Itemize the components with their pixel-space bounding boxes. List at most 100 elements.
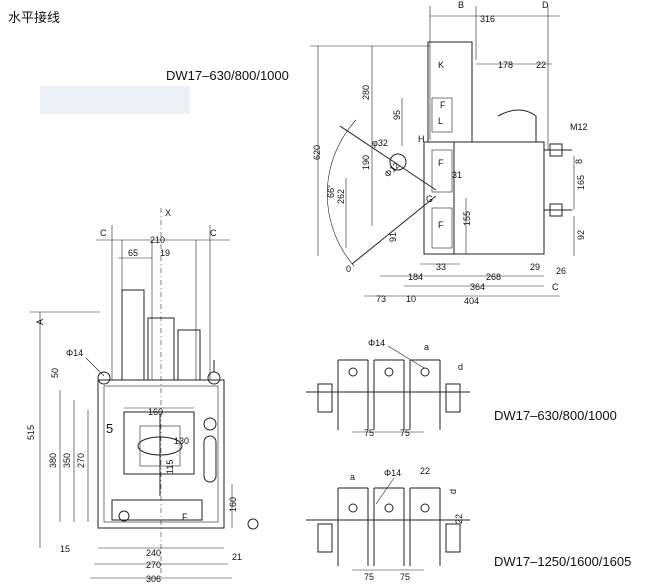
mount-hole-left — [97, 371, 111, 385]
side-dim-22: 22 — [536, 60, 546, 70]
front-phi14: Φ14 — [66, 348, 83, 358]
tl-phi14: Φ14 — [384, 468, 401, 478]
side-dim-620: 620 — [312, 145, 322, 160]
dim-130: 130 — [174, 436, 189, 446]
side-l: L — [438, 116, 443, 126]
dim-c-right: C — [210, 228, 217, 238]
dim-15: 15 — [60, 544, 70, 554]
dim-c-left: C — [100, 228, 107, 238]
dim-160-right: 160 — [228, 497, 238, 512]
side-dim-316: 316 — [480, 14, 495, 24]
side-dim-178: 178 — [498, 60, 513, 70]
ts-bar-2 — [373, 359, 405, 430]
side-f-low: F — [438, 220, 444, 230]
dim-21: 21 — [232, 552, 242, 562]
side-d-top: D — [542, 0, 549, 10]
side-dim-92: 92 — [576, 230, 586, 240]
side-dim-10: 10 — [406, 294, 416, 304]
front-view: X 210 C C 65 19 — [26, 208, 259, 584]
dim-65: 65 — [128, 248, 138, 258]
side-f-mid-box — [431, 149, 453, 193]
side-dim-29: 29 — [530, 262, 540, 272]
tl-a: a — [350, 472, 355, 482]
tl-hole-2 — [384, 503, 394, 513]
dim-515: 515 — [26, 425, 36, 440]
axis-x-label: X — [165, 208, 171, 218]
phi14-leader — [85, 357, 105, 377]
dim-350: 350 — [62, 453, 72, 468]
dim-306: 306 — [146, 574, 161, 584]
side-view: B D 316 178 22 K F L H 620 280 95 φ32 19… — [310, 0, 588, 306]
side-dim-404: 404 — [464, 296, 479, 306]
handle-closed-line — [351, 195, 437, 265]
side-dim-262: 262 — [336, 189, 346, 204]
bolt-head-top — [549, 143, 563, 157]
swing-arc — [327, 119, 357, 267]
side-m12: M12 — [570, 122, 588, 132]
side-b-top: B — [458, 0, 464, 10]
tl-hole-1 — [348, 503, 358, 513]
heading: 水平接线 — [8, 10, 60, 25]
dim-270-bottom: 270 — [146, 560, 161, 570]
side-dim-184: 184 — [408, 272, 423, 282]
ts-d: d — [458, 362, 463, 372]
tl-right-stud — [445, 523, 461, 553]
side-g: G — [426, 194, 433, 204]
dim-50: 50 — [50, 368, 60, 378]
tl-left-stud — [317, 523, 333, 553]
ts-bar-3 — [409, 359, 441, 430]
side-dim-33: 33 — [436, 262, 446, 272]
side-dim-268: 268 — [486, 272, 501, 282]
side-dim-190: 190 — [361, 155, 371, 170]
tl-bar-1 — [337, 487, 369, 566]
top-terminal-hook — [497, 109, 537, 142]
label-5: 5 — [106, 421, 113, 436]
side-dim-95: 95 — [392, 110, 402, 120]
label-f: F — [182, 512, 188, 522]
ts-phi14-leader — [387, 345, 425, 369]
side-c: C — [552, 282, 559, 292]
handle-window — [123, 411, 195, 475]
side-dim-155: 155 — [462, 211, 472, 226]
side-f-mid: F — [438, 158, 444, 168]
side-dim-8: 8 — [574, 159, 584, 164]
terminal-bar-left — [121, 289, 145, 381]
side-dim-280: 280 — [361, 85, 371, 100]
side-slot — [203, 435, 217, 483]
dim-380: 380 — [48, 453, 58, 468]
tl-bar-2 — [373, 487, 405, 566]
ts-dim-75-right: 75 — [400, 428, 410, 438]
tl-dim-22-top: 22 — [420, 466, 430, 476]
rear-panel — [427, 41, 473, 143]
ts-a: a — [424, 342, 429, 352]
side-dim-26: 26 — [556, 266, 566, 276]
side-f-low-box — [431, 207, 453, 249]
bottom-lock — [118, 510, 130, 522]
breaker-body-inner — [103, 385, 219, 523]
side-button — [203, 417, 217, 431]
side-zero: 0 — [346, 264, 351, 274]
tl-bar-3 — [409, 487, 441, 566]
side-f-top: F — [440, 100, 446, 110]
terminal-bar-right — [177, 329, 201, 381]
side-phi32: φ32 — [372, 138, 388, 148]
bottom-panel — [111, 499, 203, 521]
ts-bar-1 — [337, 359, 369, 430]
scan-wash — [40, 86, 190, 114]
side-dim-364: 364 — [470, 282, 485, 292]
handle-open-line — [339, 125, 437, 191]
side-dim-165: 165 — [576, 175, 586, 190]
ts-hole-2 — [384, 367, 394, 377]
terminal-small-view: Φ14 a d 75 75 — [306, 338, 470, 438]
dim-160-top: 160 — [148, 407, 163, 417]
breaker-body — [97, 379, 225, 529]
ts-hole-1 — [348, 367, 358, 377]
dim-19: 19 — [160, 248, 170, 258]
side-dim-66: 66° — [326, 184, 336, 198]
main-body — [453, 141, 545, 255]
side-k: K — [438, 60, 444, 70]
dim-240: 240 — [146, 548, 161, 558]
dim-210: 210 — [150, 235, 165, 245]
side-phi12: Φ12 — [382, 160, 401, 179]
